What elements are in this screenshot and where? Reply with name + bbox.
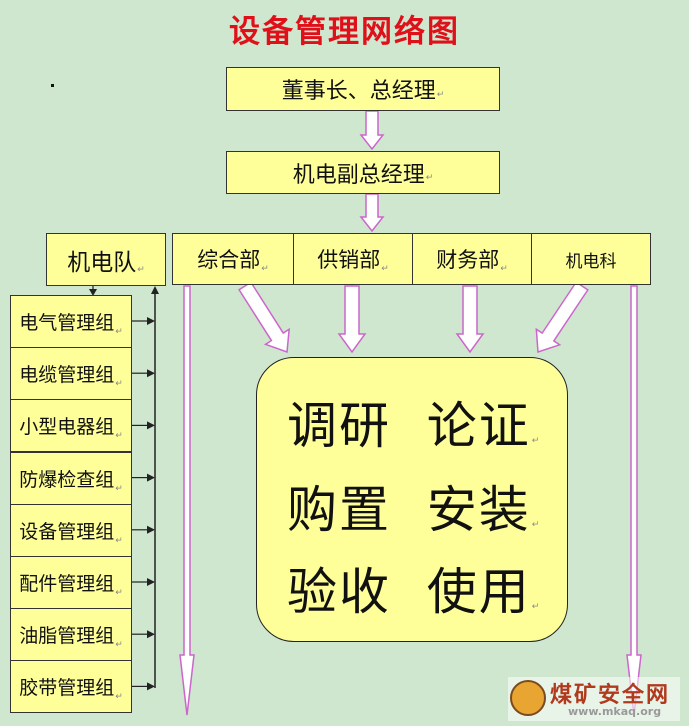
group-label: 胶带管理组 [19,677,115,700]
dept-label: 机电科 [565,251,617,272]
arrowhead-icon [147,473,155,482]
arrow-down-icon [359,110,385,151]
group-label: 配件管理组 [19,573,115,595]
watermark-url: www.mkaq.org [568,705,662,718]
arrow-down-icon [337,285,367,354]
group-label: 油脂管理组 [19,625,115,648]
arrowhead-icon [147,578,155,586]
return-mark-icon: ↵ [115,431,123,442]
return-mark-icon: ↵ [436,90,445,100]
arrow-down-icon [455,285,485,354]
arrowhead-icon [147,682,155,691]
vp-label: 机电副总经理 [292,162,425,188]
return-mark-icon: ↵ [381,264,389,274]
team-label: 机电队 [67,249,137,276]
return-mark-icon: ↵ [115,535,123,546]
return-mark-icon: ↵ [531,520,542,530]
return-mark-icon: ↵ [500,264,508,274]
long-arrow-down-icon [626,285,642,716]
group-box: 设备管理组↵ [10,503,132,557]
group-label: 小型电器组 [19,416,115,439]
watermark-name: 煤矿安全网 [550,682,671,708]
return-mark-icon: ↵ [137,265,145,275]
dept-general: 综合部↵ [172,233,294,285]
task-row: 调研 论证↵ [287,386,541,458]
chairman-box: 董事长、总经理↵ [226,67,500,111]
arrowhead-icon [147,421,155,430]
group-label: 电气管理组 [19,312,115,334]
return-mark-icon: ↵ [115,483,123,494]
group-box: 防爆检查组↵ [10,451,132,505]
arrowhead-icon [147,630,155,639]
dept-electromech: 机电科 [531,233,651,285]
arrowhead-icon [147,525,155,534]
tasks-box: 调研 论证↵ 购置 安装↵ 验收 使用↵ [256,357,568,642]
task-label: 安装 [426,481,531,539]
dept-label: 供销部 [317,248,381,272]
return-mark-icon: ↵ [115,327,123,337]
arrowhead-icon [147,317,155,325]
arrow-down-icon [359,193,385,233]
return-mark-icon: ↵ [115,692,123,703]
long-arrow-down-icon [179,285,195,716]
group-box: 油脂管理组↵ [10,608,132,662]
group-box: 小型电器组↵ [10,399,132,453]
mountain-logo-icon [510,680,546,716]
vp-box: 机电副总经理↵ [226,151,500,194]
group-label: 设备管理组 [19,520,115,543]
dot-marker [51,84,54,87]
arrowhead-icon [147,369,155,378]
team-box: 机电队↵ [46,233,166,286]
task-label: 使用 [426,563,531,621]
return-mark-icon: ↵ [261,264,269,274]
return-mark-icon: ↵ [115,588,123,598]
diagram-title: 设备管理网络图 [229,14,460,50]
task-label: 调研 [287,397,391,455]
return-mark-icon: ↵ [115,640,123,651]
task-label: 论证 [426,397,531,455]
return-mark-icon: ↵ [425,173,434,183]
arrowhead-icon [151,286,159,294]
return-mark-icon: ↵ [115,379,123,390]
return-mark-icon: ↵ [531,602,542,612]
watermark: 煤矿安全网 www.mkaq.org [508,677,680,721]
arrowhead-icon [89,289,97,296]
dept-finance: 财务部↵ [412,233,532,285]
task-row: 购置 安装↵ [287,470,541,542]
group-box: 胶带管理组↵ [10,660,132,714]
arrow-diagonal-icon [535,281,589,354]
dept-supply: 供销部↵ [293,233,413,285]
dept-label: 财务部 [436,248,500,272]
chairman-label: 董事长、总经理 [281,79,436,104]
group-box: 电缆管理组↵ [10,347,132,401]
group-box: 电气管理组↵ [10,295,132,348]
group-box: 配件管理组↵ [10,556,132,609]
group-label: 防爆检查组 [19,468,115,491]
dept-label: 综合部 [197,248,261,272]
task-label: 验收 [287,563,391,621]
arrow-diagonal-icon [238,281,291,354]
task-row: 验收 使用↵ [287,552,541,624]
group-label: 电缆管理组 [19,364,115,387]
return-mark-icon: ↵ [531,436,542,446]
task-label: 购置 [287,481,391,539]
